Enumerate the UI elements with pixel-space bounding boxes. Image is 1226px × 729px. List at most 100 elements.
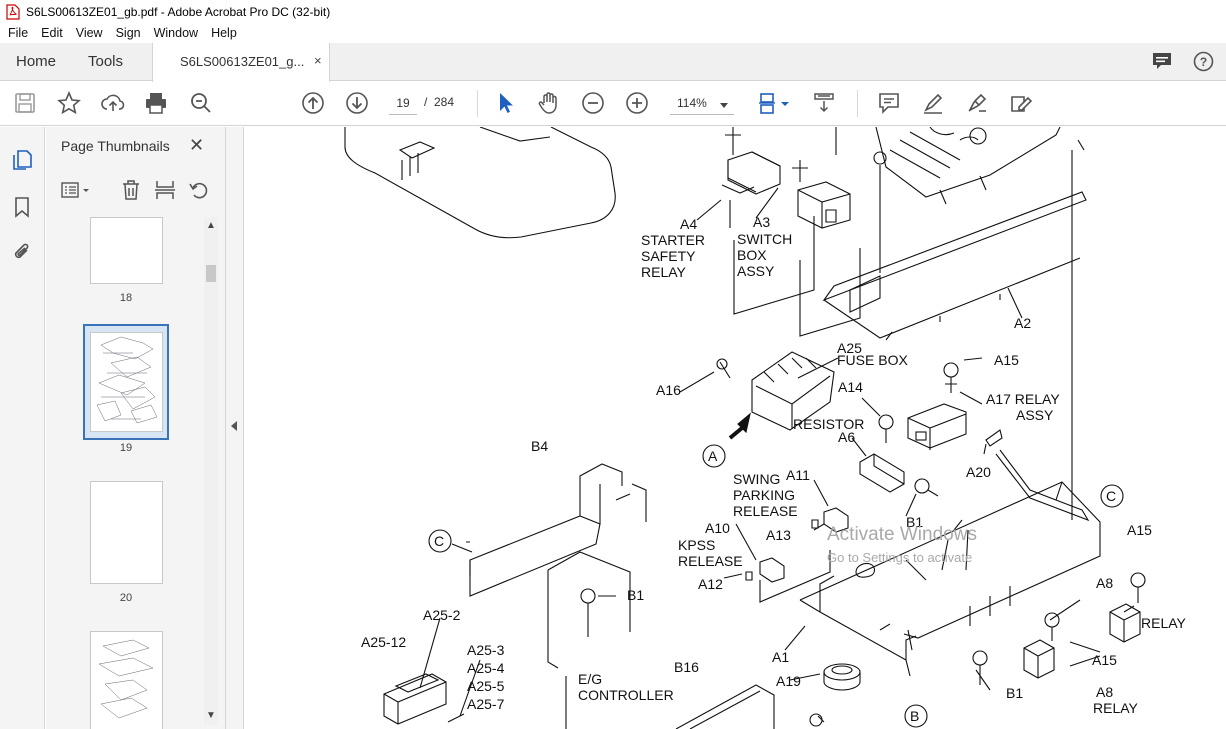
diagram-label: STARTER — [641, 232, 705, 248]
diagram-label: SWING — [733, 471, 780, 487]
menu-help[interactable]: Help — [211, 26, 237, 40]
diagram-label: A8 — [1096, 575, 1113, 591]
tab-document-label: S6LS00613ZE01_g... — [180, 54, 305, 69]
diagram-label: A14 — [838, 379, 863, 395]
thumbnail-label: 20 — [119, 592, 133, 604]
page-thumbnails-icon[interactable] — [11, 149, 33, 171]
toolbar-divider — [857, 90, 858, 117]
tab-tools[interactable]: Tools — [88, 53, 124, 70]
diagram-label: A15 — [1092, 652, 1117, 668]
title-bar: S6LS00613ZE01_gb.pdf - Adobe Acrobat Pro… — [0, 0, 1226, 23]
thumbnail-page-18[interactable] — [90, 217, 163, 284]
diagram-label: SWITCH — [737, 231, 792, 247]
comment-bubble-icon[interactable] — [1152, 52, 1172, 70]
menu-sign[interactable]: Sign — [115, 26, 141, 40]
page-down-icon[interactable] — [345, 91, 369, 115]
tab-close-button[interactable]: × — [314, 53, 322, 68]
diagram-label: A25 — [837, 340, 862, 356]
diagram-label: B1 — [627, 587, 644, 603]
scroll-up-icon[interactable]: ▲ — [206, 220, 216, 231]
diagram-label: A19 — [776, 673, 801, 689]
diagram-label: B1 — [1006, 685, 1023, 701]
diagram-label: CONTROLLER — [578, 687, 674, 703]
thumbnail-page-21[interactable] — [90, 631, 163, 729]
bookmark-icon[interactable] — [11, 196, 33, 218]
thumbnail-page-21-preview — [98, 639, 154, 719]
thumbnail-options-icon[interactable] — [60, 179, 92, 201]
upload-icon[interactable] — [101, 91, 125, 115]
activate-windows-subtitle: Go to Settings to activate — [827, 550, 973, 565]
page-view-icon[interactable] — [757, 91, 781, 115]
diagram-label: B1 — [906, 514, 923, 530]
delete-page-icon[interactable] — [120, 179, 142, 201]
panel-collapse-strip[interactable] — [226, 127, 244, 729]
page-view-dropdown-icon[interactable] — [780, 91, 790, 115]
diagram-label: B — [910, 708, 919, 724]
diagram-label: RESISTOR — [793, 416, 864, 432]
diagram-label: A — [708, 448, 718, 464]
panel-close-button[interactable]: ✕ — [189, 135, 205, 155]
chevron-down-icon[interactable] — [720, 103, 728, 108]
tab-document[interactable]: S6LS00613ZE01_g... × — [152, 43, 330, 82]
fill-sign-icon[interactable] — [1009, 91, 1033, 115]
hand-icon[interactable] — [537, 91, 561, 115]
attachment-icon[interactable] — [11, 241, 33, 263]
diagram-label: A4 — [680, 216, 697, 232]
thumbnail-list: 18 19 20 — [46, 217, 204, 729]
activate-windows-watermark: Activate Windows — [827, 524, 977, 545]
sign-icon[interactable] — [965, 91, 989, 115]
zoom-search-icon[interactable] — [189, 91, 213, 115]
page-total: 284 — [434, 95, 455, 109]
acrobat-app-icon — [6, 3, 20, 20]
highlight-icon[interactable] — [921, 91, 945, 115]
thumbnail-page-20[interactable] — [90, 481, 163, 584]
thumbnail-scrollbar[interactable]: ▲ ▼ — [204, 217, 218, 725]
save-icon[interactable] — [13, 91, 37, 115]
diagram-label: BOX — [737, 247, 767, 263]
collapse-arrow-icon[interactable] — [231, 421, 237, 431]
thumbnail-toolbar — [46, 173, 226, 207]
diagram-label: A25-2 — [423, 607, 461, 623]
zoom-in-icon[interactable] — [625, 91, 649, 115]
diagram-label: A25-12 — [361, 634, 406, 650]
document-view[interactable]: A4 STARTER SAFETY RELAY A3 SWITCH BOX AS… — [245, 127, 1226, 729]
diagram-label: PARKING — [733, 487, 795, 503]
menu-view[interactable]: View — [75, 26, 103, 40]
main-toolbar: 19 / 284 114% — [0, 82, 1226, 126]
tab-home[interactable]: Home — [16, 53, 57, 70]
diagram-label: A2 — [1014, 315, 1031, 331]
diagram-label: A12 — [698, 576, 723, 592]
menu-file[interactable]: File — [8, 26, 29, 40]
diagram-label: A1 — [772, 649, 789, 665]
menu-window[interactable]: Window — [153, 26, 199, 40]
tab-bar: Home Tools S6LS00613ZE01_g... × ? — [0, 43, 1226, 82]
diagram-label: A25-7 — [467, 696, 505, 712]
diagram-label: SAFETY — [641, 248, 696, 264]
thumbnail-page-19-preview — [96, 336, 158, 424]
diagram-label: A13 — [766, 527, 791, 543]
extract-page-icon[interactable] — [154, 179, 176, 201]
print-icon[interactable] — [144, 91, 168, 115]
page-up-icon[interactable] — [301, 91, 325, 115]
rotate-page-icon[interactable] — [188, 179, 210, 201]
page-number-input[interactable]: 19 — [389, 93, 417, 115]
thumbnail-label: 18 — [119, 292, 133, 304]
diagram-label: A11 — [786, 467, 810, 483]
star-icon[interactable] — [57, 91, 81, 115]
menu-edit[interactable]: Edit — [41, 26, 63, 40]
diagram-label: KPSS — [678, 537, 715, 553]
scroll-down-icon[interactable]: ▼ — [206, 710, 216, 721]
help-icon[interactable]: ? — [1193, 51, 1214, 72]
scrollbar-thumb[interactable] — [206, 265, 216, 282]
select-cursor-icon[interactable] — [494, 91, 518, 115]
window-title: S6LS00613ZE01_gb.pdf - Adobe Acrobat Pro… — [26, 4, 331, 19]
scroll-mode-icon[interactable] — [812, 91, 836, 115]
menu-bar: File Edit View Sign Window Help — [0, 23, 1226, 43]
diagram-label: B16 — [674, 659, 699, 675]
zoom-level-select[interactable]: 114% — [670, 93, 734, 115]
thumbnail-page-19[interactable] — [90, 332, 163, 432]
diagram-label: A20 — [966, 464, 991, 480]
comment-icon[interactable] — [877, 91, 901, 115]
diagram-label: A10 — [705, 520, 730, 536]
zoom-out-icon[interactable] — [581, 91, 605, 115]
